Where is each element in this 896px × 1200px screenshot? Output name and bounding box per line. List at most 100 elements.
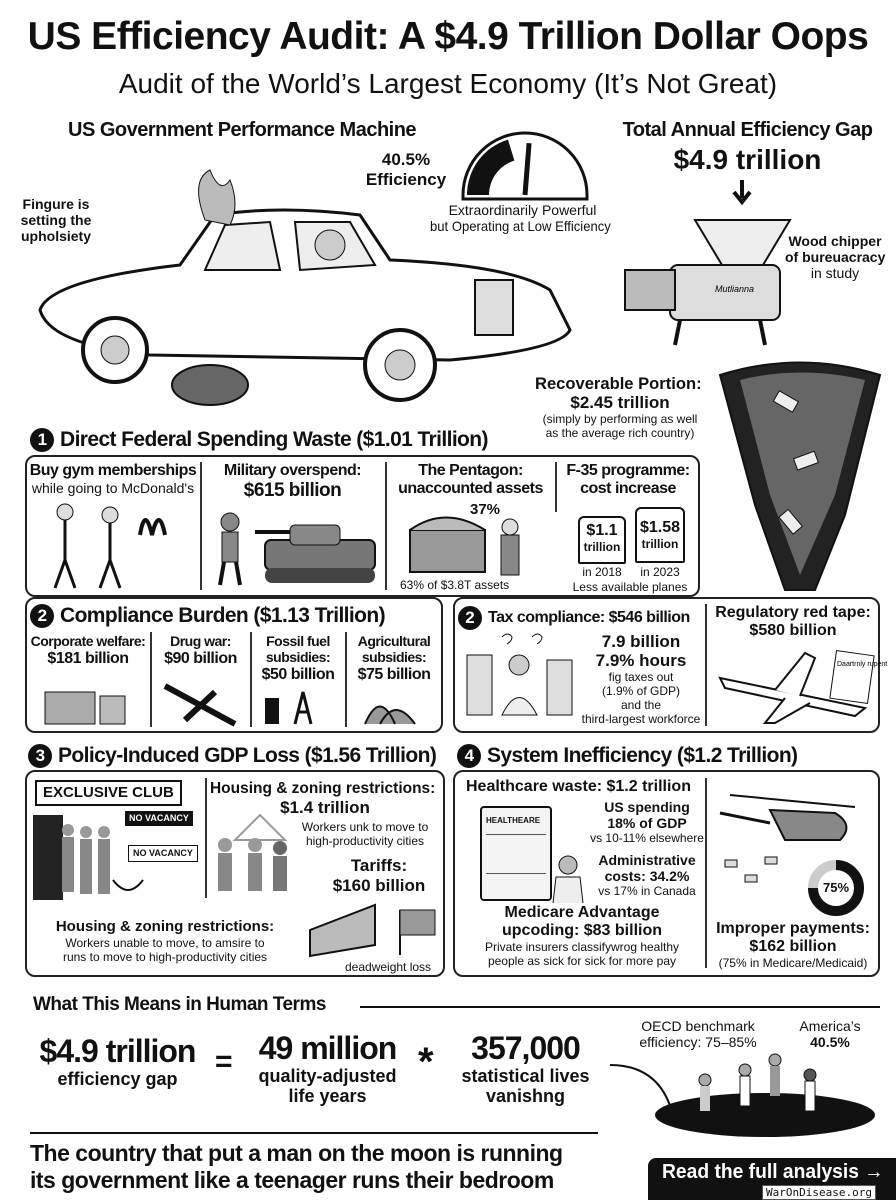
treasure-chest-illustration <box>409 516 520 576</box>
gauge-fill <box>467 139 515 195</box>
airplane-icon <box>163 683 237 727</box>
gauge-caption-2: but Operating at Low Efficiency <box>430 218 611 234</box>
improper-payments-donut <box>808 860 864 916</box>
item-label: Fossil fuel <box>266 633 330 649</box>
oecd-label: OECD benchmark <box>641 1018 755 1034</box>
section-3-panel <box>25 770 445 977</box>
queue-illustration <box>33 815 144 900</box>
section-2-title: Compliance Burden ($1.13 Trillion) <box>60 604 386 627</box>
item-label: Drug war: <box>170 633 231 649</box>
red-tape-item: Regulatory red tape:$580 billion <box>710 604 876 640</box>
housing-item: Housing & zoning restrictions:$1.4 trill… <box>210 779 440 817</box>
section-number: 2 <box>30 604 54 628</box>
doctor-illustration <box>552 855 584 904</box>
tag-year: in 2023 <box>640 565 680 579</box>
ma-value: upcoding: $83 billion <box>502 922 662 939</box>
gym-sub: while going to McDonald's <box>31 480 195 496</box>
closing-statement: The country that put a man on the moon i… <box>30 1140 635 1194</box>
drug-war-item: Drug war:$90 billion <box>153 633 248 668</box>
divider <box>30 1132 598 1134</box>
f35-title: F-35 programme: <box>566 462 690 479</box>
us-spending-value: 18% of GDP <box>607 815 687 831</box>
oecd-value: efficiency: 75–85% <box>639 1034 757 1050</box>
tag-value: $1.1 <box>586 522 618 539</box>
section-1-title: Direct Federal Spending Waste ($1.01 Tri… <box>60 428 489 451</box>
section-2b-panel <box>453 597 880 733</box>
tax-stat: 7.9% hours <box>595 651 687 670</box>
section-number: 2 <box>458 606 482 630</box>
tax-note: and the <box>620 698 662 712</box>
ma-sub: Private insurers classifywrog healthy <box>484 940 680 954</box>
item-value: $50 billion <box>261 666 335 683</box>
tariffs-item: Tariffs:$160 billion <box>318 856 440 896</box>
housing2-title: Housing & zoning restrictions: <box>55 918 275 935</box>
item-label: Agricultural <box>357 633 431 649</box>
section-number: 4 <box>457 744 481 768</box>
deadweight-label: deadweight loss <box>345 960 432 974</box>
oil-derrick-icon <box>293 691 313 725</box>
section-2-panel <box>25 597 443 733</box>
housing-value: $1.4 trillion <box>280 798 370 817</box>
airplane-paperwork-illustration: Daartrnly rupent <box>718 650 887 724</box>
tax-title: Tax compliance: $546 billion <box>488 609 690 626</box>
gym-mcdonalds-illustration <box>53 503 167 589</box>
pentagon-sub: unaccounted assets <box>398 480 543 497</box>
housing-title: Housing & zoning restrictions: <box>210 780 436 797</box>
fuel-pump-icon <box>265 698 279 724</box>
people-falling-into-pit-illustration <box>609 1053 875 1137</box>
note-line: upholsiety <box>20 228 91 244</box>
qaly-label: quality-adjusted <box>258 1066 397 1086</box>
ma-sub: people as sick for sick for more pay <box>487 954 677 968</box>
cash-stack-icon <box>44 691 96 725</box>
corporate-welfare-item: Corporate welfare:$181 billion <box>28 633 148 668</box>
exclusive-club-sign: EXCLUSIVE CLUB <box>35 780 182 806</box>
gap-value: $4.9 trillion <box>673 144 822 175</box>
efficiency-label: Efficiency <box>365 170 447 189</box>
admin-note: vs 17% in Canada <box>598 884 696 898</box>
pentagon-note: 63% of $3.8T assets <box>400 578 510 592</box>
tag-unit: trillion <box>641 537 679 551</box>
tag-unit: trillion <box>583 540 621 554</box>
gauge-needle <box>522 142 532 196</box>
chipper-label-line: in study <box>810 265 860 281</box>
wood-chipper-illustration: Mutlianna <box>624 180 792 346</box>
gap-label: efficiency gap <box>57 1069 178 1089</box>
improper-payments: Improper payments:$162 billion(75% in Me… <box>708 920 878 970</box>
ma-title: Medicare Advantage <box>504 904 660 921</box>
recoverable-title: Recoverable Portion: <box>535 374 702 393</box>
item-value: $75 billion <box>357 666 431 683</box>
pentagon-pct: 37% <box>470 501 501 518</box>
read-analysis-label[interactable]: Read the full analysis → <box>662 1161 884 1183</box>
qaly-label: life years <box>288 1086 367 1106</box>
tax-stats: 7.9 billion 7.9% hours fig taxes out (1.… <box>580 632 702 726</box>
read-analysis-button[interactable]: Read the full analysis → <box>648 1158 896 1200</box>
note-line: Fingure is <box>22 196 90 212</box>
no-vacancy-sign: NO VACANCY <box>128 845 198 862</box>
section-1-panel <box>25 455 700 597</box>
improper-sub: (75% in Medicare/Medicaid) <box>718 956 868 970</box>
lives-label: vanishng <box>485 1086 565 1106</box>
recoverable-portion: Recoverable Portion: $2.45 trillion (sim… <box>535 374 705 440</box>
qaly-amount: 49 million <box>258 1030 398 1066</box>
money-pit-illustration <box>718 361 882 591</box>
us-spending-label: US spending <box>604 799 690 815</box>
note-line: setting the <box>20 212 92 228</box>
divider <box>360 1006 880 1008</box>
page-title: US Efficiency Audit: A $4.9 Trillion Dol… <box>27 15 869 58</box>
admin-label: Administrative <box>598 852 696 868</box>
red-tape-value: $580 billion <box>749 622 837 639</box>
